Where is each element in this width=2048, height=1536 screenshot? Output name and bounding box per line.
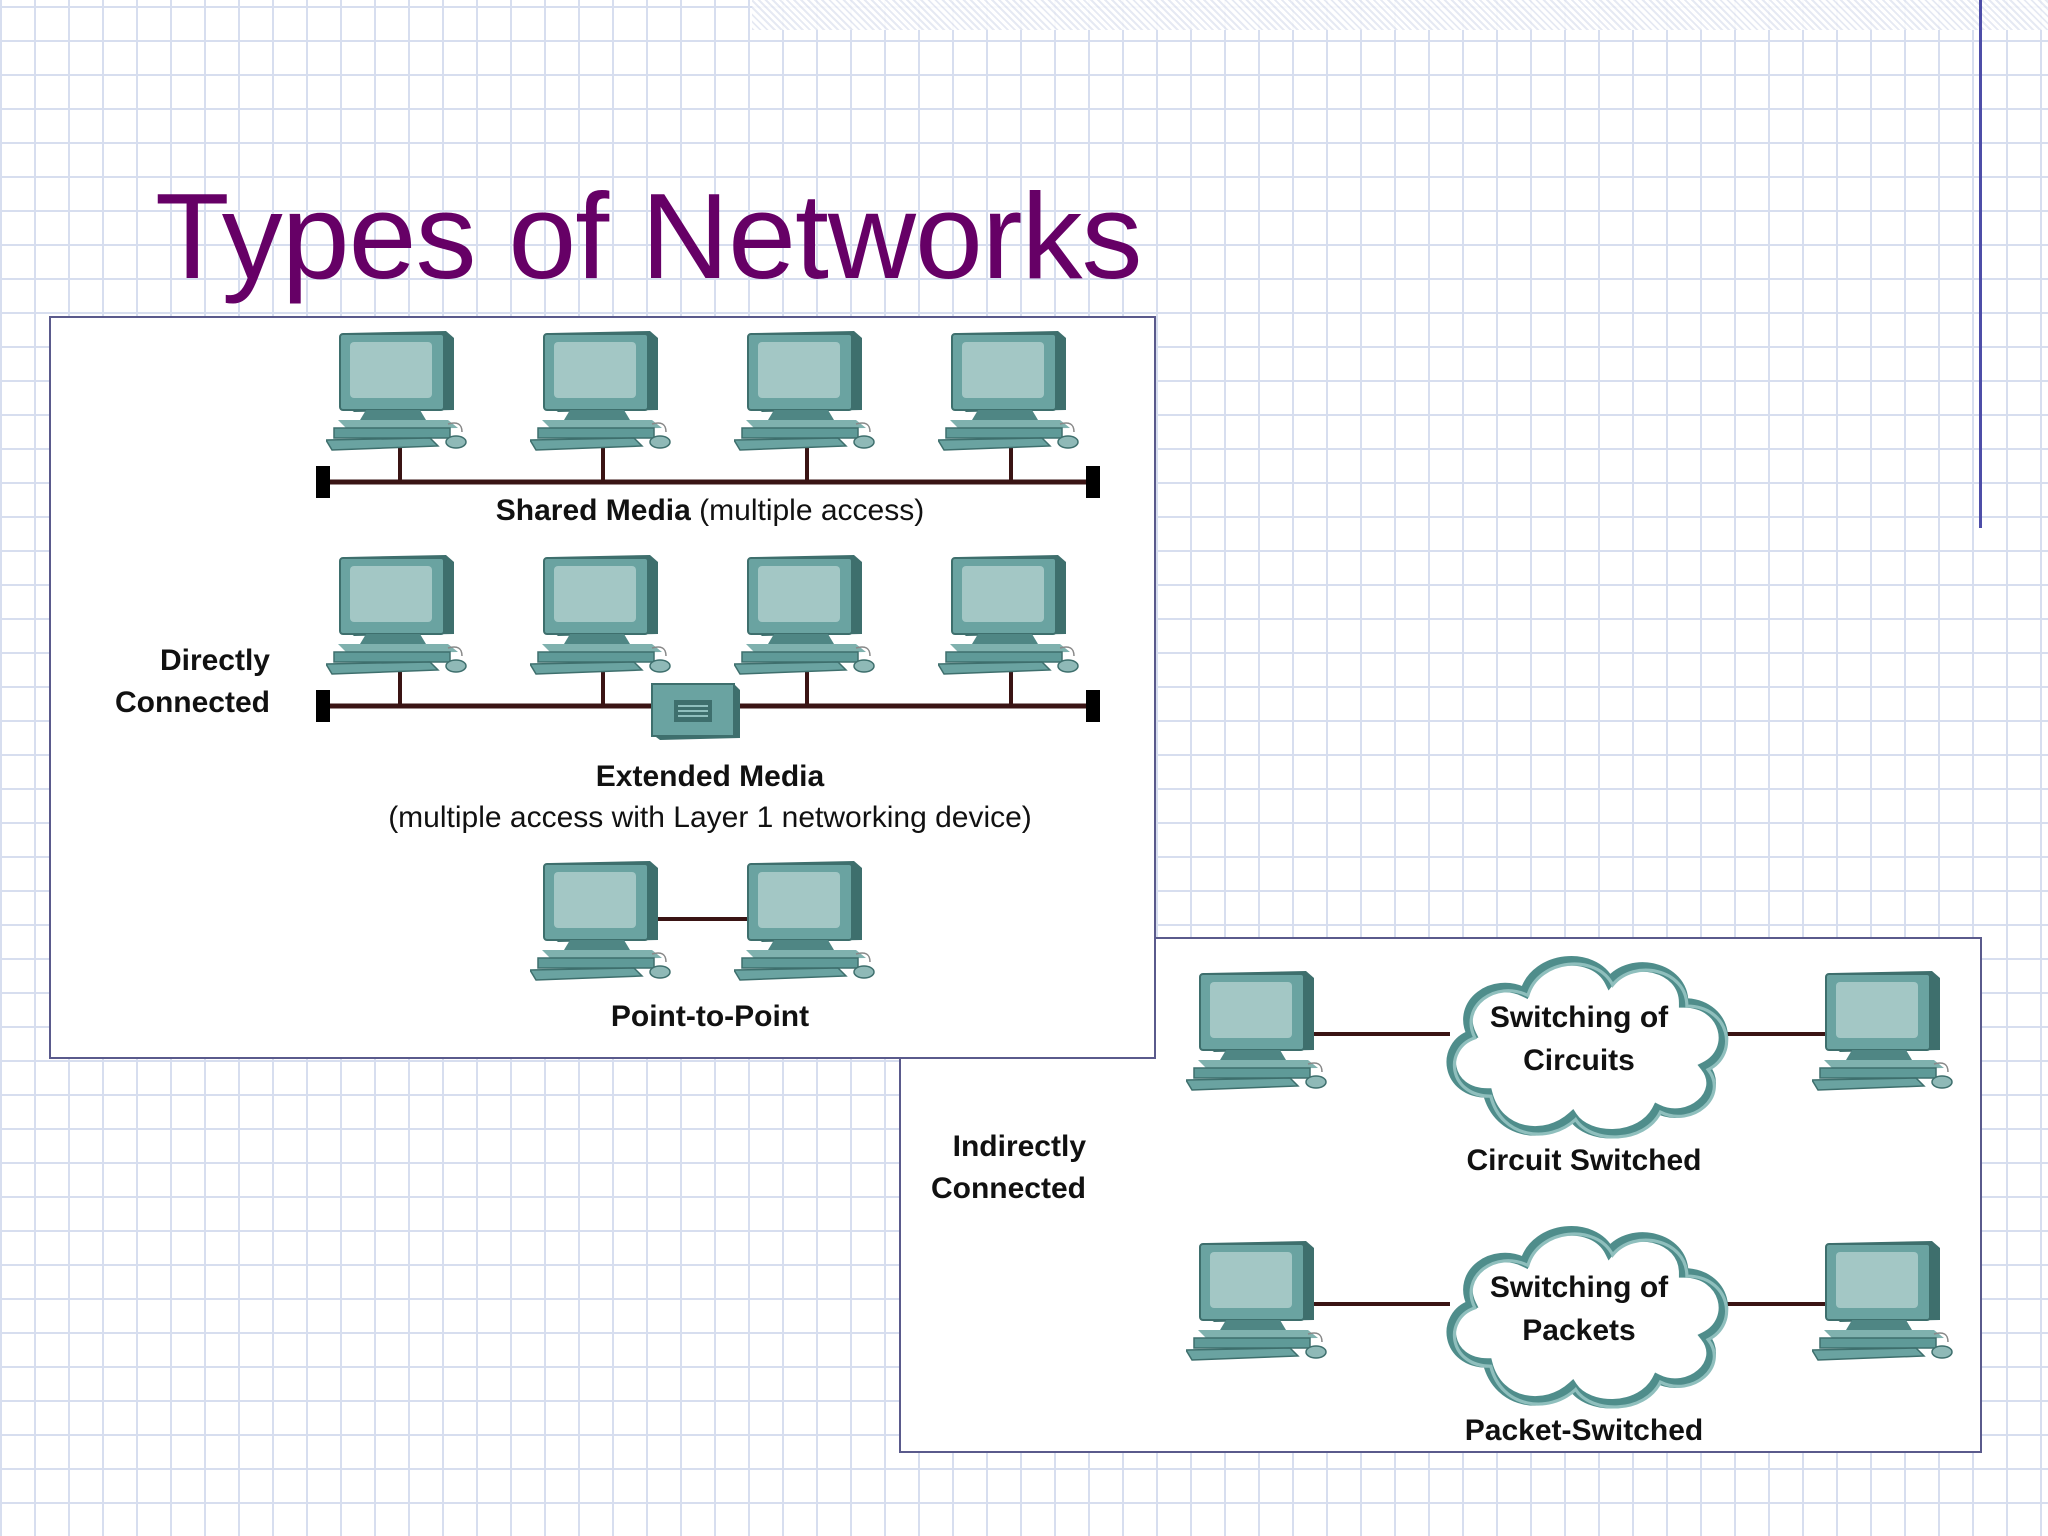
indirectly-connected-label: Indirectly Connected	[900, 1126, 1086, 1210]
top-pattern-strip	[752, 0, 2048, 30]
computer-icon	[938, 554, 1079, 675]
computer-icon	[326, 554, 467, 675]
directly-connected-label-line2: Connected	[114, 686, 270, 719]
computer-icon	[734, 860, 875, 981]
packet-switched-label: Packet-Switched	[1464, 1414, 1704, 1447]
computer-icon	[938, 330, 1079, 451]
circuit-cloud-label: Switching of Circuits	[1444, 996, 1714, 1082]
circuit-cloud-label-line2: Circuits	[1523, 1044, 1635, 1077]
directly-connected-label: Directly Connected	[70, 640, 270, 724]
computer-icon	[530, 554, 671, 675]
indirectly-connected-label-line2: Connected	[930, 1172, 1086, 1205]
computer-icon	[530, 860, 671, 981]
computer-icon	[734, 330, 875, 451]
hub-icon	[651, 683, 740, 740]
accent-vertical-line	[1979, 0, 1982, 528]
indirectly-connected-label-line1: Indirectly	[952, 1130, 1086, 1163]
directly-connected-label-line1: Directly	[159, 644, 270, 677]
point-to-point-label: Point-to-Point	[610, 1000, 810, 1033]
shared-media-label: Shared Media (multiple access)	[380, 494, 1040, 528]
shared-media-label-bold: Shared Media	[495, 494, 691, 527]
shared-media-bus	[316, 448, 1100, 498]
extended-media-label-line2: (multiple access with Layer 1 networking…	[388, 801, 1032, 834]
computer-icon	[326, 330, 467, 451]
computer-icon	[734, 554, 875, 675]
circuit-cloud-label-line1: Switching of	[1489, 1001, 1669, 1034]
packet-cloud-label-line2: Packets	[1522, 1314, 1636, 1347]
circuit-switched-label: Circuit Switched	[1466, 1144, 1702, 1177]
packet-cloud-label-line1: Switching of	[1489, 1271, 1669, 1304]
computer-icon	[530, 330, 671, 451]
page-title: Types of Networks	[155, 168, 1142, 304]
packet-cloud-label: Switching of Packets	[1444, 1266, 1714, 1352]
shared-media-label-rest: (multiple access)	[699, 494, 925, 527]
extended-media-label: Extended Media (multiple access with Lay…	[330, 756, 1090, 838]
extended-media-label-line1: Extended Media	[595, 760, 825, 793]
